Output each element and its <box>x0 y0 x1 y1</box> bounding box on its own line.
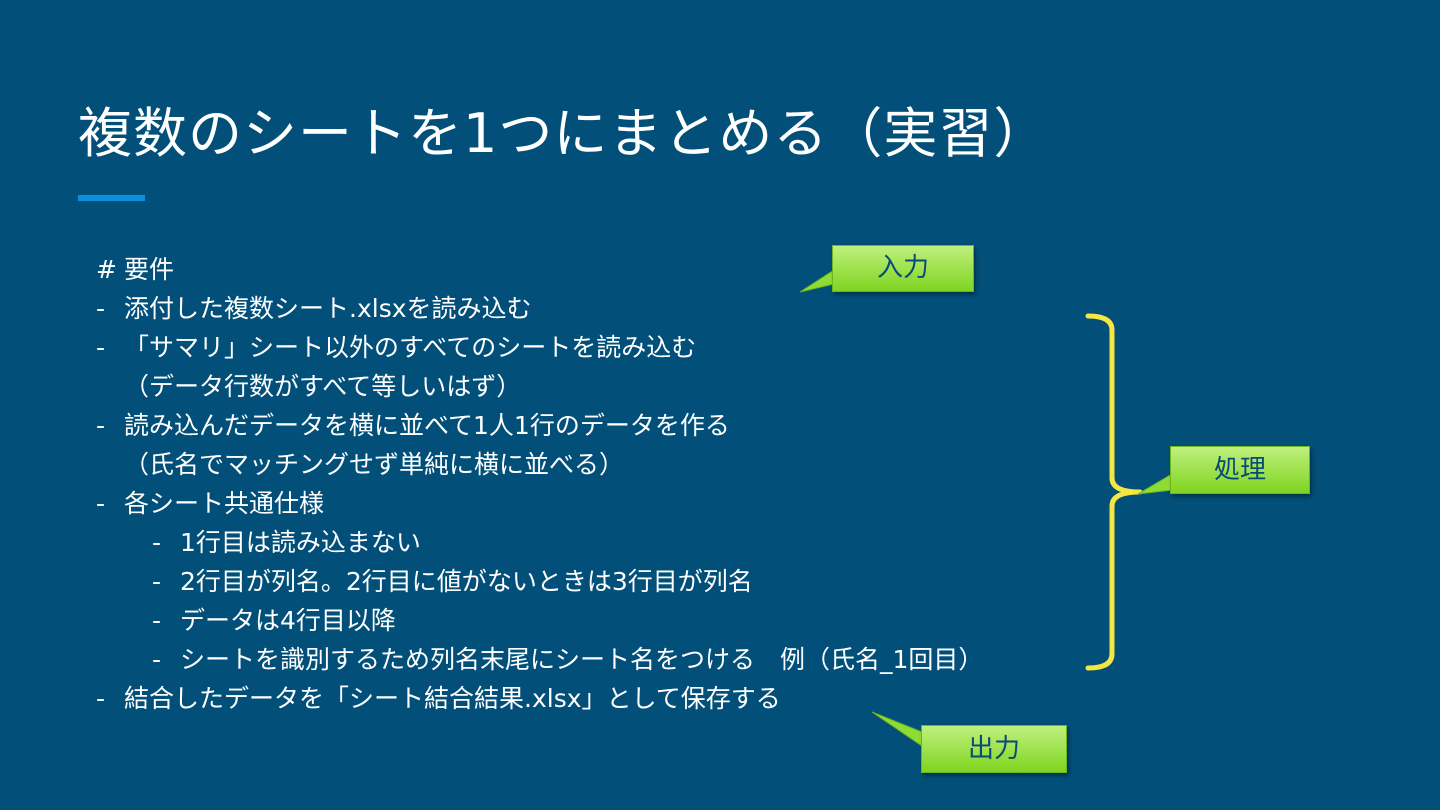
requirement-item: -データは4行目以降 <box>96 601 983 640</box>
bullet-marker: - <box>152 606 162 635</box>
requirement-text: 読み込んだデータを横に並べて1人1行のデータを作る <box>124 411 730 440</box>
bullet-marker: - <box>96 333 106 362</box>
requirement-item: （氏名でマッチングせず単純に横に並べる） <box>96 445 983 484</box>
requirement-item: -2行目が列名。2行目に値がないときは3行目が列名 <box>96 562 983 601</box>
bullet-marker: - <box>152 567 162 596</box>
requirements-heading: #要件 <box>96 250 983 289</box>
input-callout: 入力 <box>832 245 974 292</box>
bullet-marker: - <box>96 684 106 713</box>
requirement-text: 1行目は読み込まない <box>180 528 421 557</box>
requirement-text: データは4行目以降 <box>180 606 396 635</box>
bullet-marker: - <box>96 411 106 440</box>
input-callout-tail <box>799 269 835 293</box>
requirement-text: 添付した複数シート.xlsxを読み込む <box>124 294 532 323</box>
bracket-shape <box>1085 313 1143 671</box>
requirement-item: （データ行数がすべて等しいはず） <box>96 367 983 406</box>
requirement-text: シートを識別するため列名末尾にシート名をつける 例（氏名_1回目） <box>180 645 984 674</box>
bullet-marker: - <box>96 294 106 323</box>
requirement-text: 要件 <box>124 255 175 284</box>
bullet-marker: - <box>152 528 162 557</box>
requirement-text: 各シート共通仕様 <box>124 489 325 518</box>
requirement-item: -シートを識別するため列名末尾にシート名をつける 例（氏名_1回目） <box>96 640 983 679</box>
page-title: 複数のシートを1つにまとめる（実習） <box>78 102 1049 165</box>
requirement-item: -結合したデータを「シート結合結果.xlsx」として保存する <box>96 679 983 718</box>
requirement-text: （氏名でマッチングせず単純に横に並べる） <box>124 450 625 479</box>
bullet-marker: - <box>152 645 162 674</box>
requirement-text: （データ行数がすべて等しいはず） <box>124 372 522 401</box>
requirement-item: -「サマリ」シート以外のすべてのシートを読み込む <box>96 328 983 367</box>
requirement-text: 2行目が列名。2行目に値がないときは3行目が列名 <box>180 567 753 596</box>
bullet-marker: - <box>96 489 106 518</box>
requirement-text: 結合したデータを「シート結合結果.xlsx」として保存する <box>124 684 781 713</box>
requirement-item: -添付した複数シート.xlsxを読み込む <box>96 289 983 328</box>
output-callout: 出力 <box>921 725 1067 773</box>
process-callout: 処理 <box>1170 446 1310 494</box>
requirement-item: -読み込んだデータを横に並べて1人1行のデータを作る <box>96 406 983 445</box>
requirements-list: #要件-添付した複数シート.xlsxを読み込む-「サマリ」シート以外のすべてのシ… <box>96 250 983 718</box>
bullet-marker: # <box>96 255 117 284</box>
output-callout-tail <box>871 711 923 747</box>
requirement-item: -1行目は読み込まない <box>96 523 983 562</box>
title-underline <box>78 195 145 201</box>
process-callout-tail <box>1137 473 1173 495</box>
requirement-item: -各シート共通仕様 <box>96 484 983 523</box>
requirement-text: 「サマリ」シート以外のすべてのシートを読み込む <box>124 333 697 362</box>
